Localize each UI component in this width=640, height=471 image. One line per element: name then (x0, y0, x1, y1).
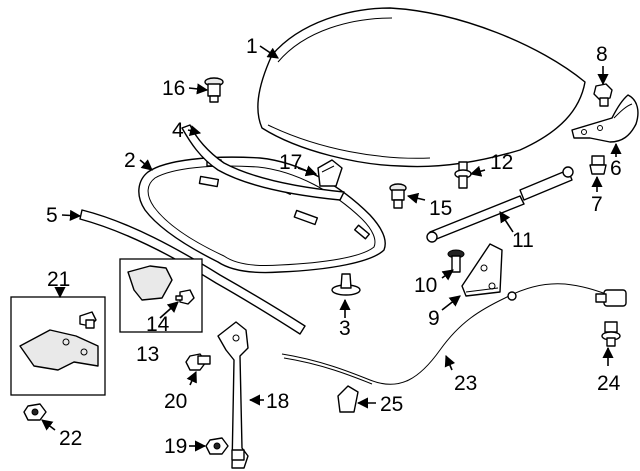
callout-6: 6 (610, 157, 622, 180)
latch-cover-box (119, 258, 203, 333)
callout-16: 16 (162, 77, 185, 100)
hood-hinge (571, 94, 639, 143)
callout-7: 7 (591, 193, 603, 216)
callout-21: 21 (47, 268, 70, 291)
hood-bumper (204, 77, 224, 103)
release-cable (281, 283, 627, 385)
hood-seal-rear (181, 124, 345, 201)
callout-12: 12 (490, 151, 513, 174)
callout-5: 5 (46, 204, 58, 227)
callout-15: 15 (429, 197, 452, 220)
latch-bolt (447, 249, 465, 273)
handle-bolt (185, 353, 211, 371)
callout-9: 9 (428, 307, 440, 330)
callout-18: 18 (266, 390, 289, 413)
support-bolt (23, 403, 47, 421)
cable-clip (601, 321, 621, 347)
hood-lift-strut (426, 166, 574, 243)
hinge-bolt-lower (589, 155, 607, 175)
hood-bumper-2 (389, 183, 407, 209)
support-box (10, 296, 106, 396)
handle-nut (205, 437, 229, 455)
callout-25: 25 (380, 393, 403, 416)
callout-3: 3 (339, 317, 351, 340)
callout-11: 11 (512, 229, 534, 252)
callout-17: 17 (279, 151, 302, 174)
push-clip (331, 273, 361, 296)
insulator-pad (317, 159, 343, 187)
hood-seal-front (79, 209, 306, 335)
latch-bracket (461, 243, 503, 297)
release-handle (217, 321, 249, 469)
callout-10: 10 (414, 274, 437, 297)
prop-stud (454, 161, 472, 189)
cable-bracket-clip (337, 385, 359, 413)
callout-2: 2 (124, 149, 136, 172)
callout-19: 19 (164, 435, 187, 458)
callout-13: 13 (136, 343, 159, 366)
callout-20: 20 (164, 390, 187, 413)
callout-1: 1 (246, 35, 258, 58)
callout-labels: 1 2 3 4 5 6 7 8 9 10 11 12 13 14 15 16 1… (46, 35, 622, 458)
hood-panel (257, 7, 586, 168)
callout-8: 8 (596, 43, 608, 66)
leader-lines (41, 45, 622, 452)
callout-23: 23 (454, 372, 477, 395)
callout-4: 4 (172, 119, 184, 142)
callout-24: 24 (597, 372, 621, 395)
callout-22: 22 (59, 427, 82, 450)
callout-14: 14 (146, 313, 170, 336)
hinge-bolt (593, 83, 613, 107)
